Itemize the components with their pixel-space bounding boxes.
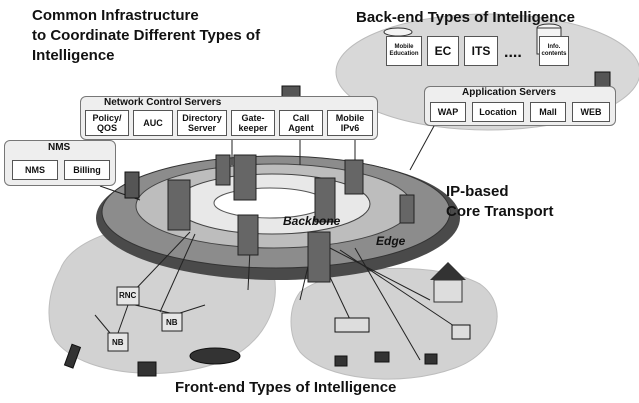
- pda-device: [137, 361, 157, 377]
- camera-device: [334, 355, 348, 367]
- ip-core-title-line1: IP-based: [446, 183, 509, 200]
- phone-device: [63, 343, 82, 369]
- nms-title: NMS: [48, 142, 71, 153]
- small-device: [424, 353, 438, 365]
- backbone-label: Backbone: [283, 214, 341, 228]
- common-infra-title-line3: Intelligence: [32, 47, 115, 64]
- media-device: [374, 351, 390, 363]
- billing-box: Billing: [64, 160, 110, 180]
- info-contents-box: Info. contents: [539, 36, 569, 66]
- nb-label-1: NB: [112, 338, 124, 347]
- edge-label: Edge: [376, 234, 406, 248]
- laptop-device: [451, 324, 471, 340]
- mobile-ipv6-box: Mobile IPv6: [327, 110, 373, 136]
- frontend-title: Front-end Types of Intelligence: [175, 379, 397, 396]
- location-box: Location: [472, 102, 524, 122]
- common-infra-title-line1: Common Infrastructure: [32, 7, 199, 24]
- ip-core-title-line2: Core Transport: [446, 203, 554, 220]
- backend-ellipsis: ....: [504, 44, 522, 61]
- router-2: [233, 154, 257, 201]
- router-5: [344, 159, 364, 195]
- router-4: [237, 214, 259, 256]
- call-agent-box: Call Agent: [279, 110, 323, 136]
- common-infra-title-line2: to Coordinate Different Types of: [32, 27, 261, 44]
- router-6: [307, 231, 331, 283]
- mall-box: Mall: [530, 102, 566, 122]
- ec-box: EC: [427, 36, 459, 66]
- router-1: [167, 179, 191, 231]
- gatekeeper-box: Gate- keeper: [231, 110, 275, 136]
- house-icon: [430, 262, 466, 303]
- nb-label-2: NB: [166, 318, 178, 327]
- mobile-education-box: Mobile Education: [386, 36, 422, 66]
- backend-title: Back-end Types of Intelligence: [356, 9, 575, 26]
- nms-server: [124, 171, 140, 199]
- access-nodes: [94, 286, 206, 352]
- printer-device: [334, 317, 370, 333]
- router-8: [215, 154, 231, 186]
- policy-qos-box: Policy/ QOS: [85, 110, 129, 136]
- router-3: [314, 177, 336, 223]
- nb-box-2: [161, 312, 183, 332]
- rnc-label: RNC: [119, 291, 137, 300]
- car-device: [189, 347, 241, 365]
- core-routers: [167, 154, 415, 283]
- its-box: ITS: [464, 36, 498, 66]
- nms-box: NMS: [12, 160, 58, 180]
- network-control-title: Network Control Servers: [104, 97, 222, 108]
- wap-box: WAP: [430, 102, 466, 122]
- router-7: [399, 194, 415, 224]
- auc-box: AUC: [133, 110, 173, 136]
- directory-server-box: Directory Server: [177, 110, 227, 136]
- application-servers-title: Application Servers: [462, 87, 556, 98]
- frontend-cloud-right: [290, 267, 498, 380]
- end-devices: [63, 317, 471, 377]
- web-box: WEB: [572, 102, 610, 122]
